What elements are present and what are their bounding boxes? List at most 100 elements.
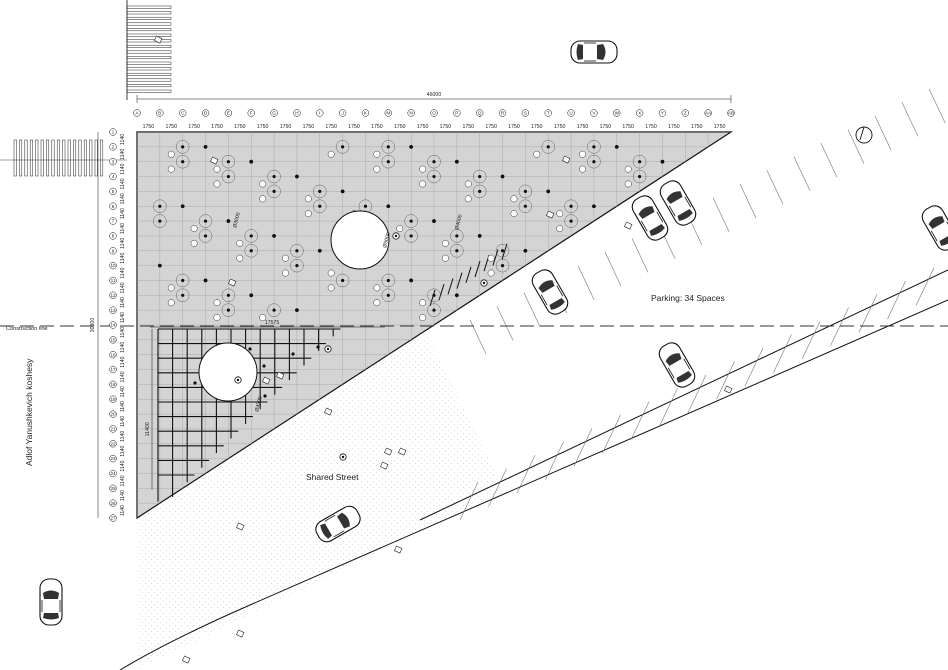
lamp-post-icon	[341, 455, 345, 459]
tree-trunk	[432, 308, 436, 312]
bench-slat	[447, 278, 454, 295]
grid-column-label: N	[409, 111, 412, 116]
grid-column-label: T	[547, 111, 550, 116]
tree-trunk	[523, 189, 527, 193]
bollard	[340, 189, 345, 194]
bench-icon	[562, 155, 571, 164]
grid-row-label: 14	[110, 323, 116, 328]
tree-trunk	[569, 219, 573, 223]
plaza-trees	[153, 140, 665, 398]
grid-row-marker	[109, 499, 117, 507]
bench-icon	[398, 447, 407, 456]
grid-row-marker	[109, 321, 117, 329]
grid-column-label: M	[386, 111, 390, 116]
tree-trunk	[295, 249, 299, 253]
small-tree	[396, 225, 404, 232]
bench-icon	[324, 407, 333, 416]
small-tree	[304, 195, 312, 203]
bollard	[500, 174, 505, 179]
crosswalk-stripe	[89, 139, 93, 177]
grid-column-label: S	[524, 111, 527, 116]
diameter-label-4: Ø4500	[254, 396, 264, 413]
bollard	[203, 278, 208, 283]
grid-row-label: 11	[111, 278, 116, 283]
row-spacing-label: 1140	[120, 505, 126, 516]
crosswalk-stripe	[126, 39, 172, 43]
street-edge-upper	[731, 0, 948, 132]
grid-row-marker	[109, 202, 117, 210]
inner-height-label: 11400	[145, 422, 151, 436]
grid-column-marker	[681, 109, 689, 117]
bench-slat	[501, 243, 508, 260]
column-spacing-label: 1750	[577, 124, 589, 130]
grid-column-marker	[156, 109, 164, 117]
tree-canopy	[198, 229, 213, 243]
row-spacing-label: 1140	[120, 327, 126, 338]
grid-column-marker	[224, 109, 233, 117]
grid-row-marker	[109, 454, 117, 463]
crosswalk-stripe	[126, 22, 172, 26]
row-spacing-label: 1140	[120, 238, 126, 249]
row-spacing-label: 1140	[120, 223, 126, 234]
column-spacing-label: 1750	[691, 124, 703, 130]
grid-row-label: 25	[110, 486, 116, 491]
parking-bay-line	[516, 455, 536, 494]
bench-icon	[724, 385, 733, 394]
crosswalk-stripe	[126, 84, 172, 88]
crosswalk-stripe	[13, 139, 17, 177]
grid-row-label: 17	[110, 367, 116, 372]
small-tree	[304, 210, 312, 218]
small-tree	[327, 284, 335, 292]
grid-column-label: Q	[478, 111, 482, 116]
row-spacing-label: 1140	[120, 446, 126, 457]
crosswalk-top	[126, 0, 172, 100]
tree-trunk	[386, 160, 390, 164]
tree-canopy	[175, 140, 190, 154]
tree-canopy	[381, 140, 396, 154]
grid-column-marker	[179, 109, 187, 117]
parking-bay-line	[887, 280, 906, 320]
grid-row-label: 19	[110, 397, 116, 402]
grid-row-marker	[109, 158, 117, 166]
grid-column-marker	[704, 109, 712, 117]
grid-column-marker	[635, 109, 644, 117]
bollard	[295, 308, 299, 313]
small-tree	[556, 210, 564, 218]
north-arrow-icon	[855, 126, 873, 144]
tree-trunk	[500, 249, 505, 253]
bollard	[660, 159, 665, 164]
bench-icon	[384, 447, 393, 456]
grid-column-label: C	[181, 111, 185, 116]
crosswalk-stripe	[100, 139, 104, 177]
tree-canopy	[541, 140, 555, 154]
tree-canopy	[244, 229, 258, 243]
row-spacing-label: 1140	[120, 193, 126, 204]
grid-column-marker	[316, 109, 324, 117]
grid-column-marker	[544, 109, 552, 117]
grid-row-marker	[109, 128, 117, 136]
tree-trunk	[318, 204, 322, 208]
tree-canopy	[267, 169, 281, 184]
crosswalk-stripe	[126, 56, 172, 60]
small-tree	[259, 314, 267, 322]
parking-bay-line	[659, 388, 678, 427]
small-tree	[464, 180, 472, 188]
crosswalk-stripe	[62, 139, 66, 177]
grid-column-label: E	[227, 111, 230, 116]
tree-canopy	[518, 199, 533, 213]
parking-bay-line	[602, 414, 621, 454]
crosswalk-stripe	[126, 5, 172, 9]
small-tree	[373, 299, 381, 307]
grid-row-marker	[109, 247, 117, 255]
row-spacing-label: 1140	[120, 163, 126, 174]
terrace-light	[291, 352, 295, 356]
car-left-street	[39, 578, 63, 626]
street-furniture	[154, 35, 733, 664]
construction-line-label: Construction line	[6, 326, 48, 332]
parking-label: Parking: 34 Spaces	[651, 293, 725, 303]
grid-row-label: 18	[110, 382, 116, 387]
row-spacing-label: 1140	[120, 178, 126, 189]
crosswalk-stripe	[19, 139, 23, 177]
grid-column-marker	[133, 109, 141, 117]
tree-trunk	[181, 293, 185, 297]
